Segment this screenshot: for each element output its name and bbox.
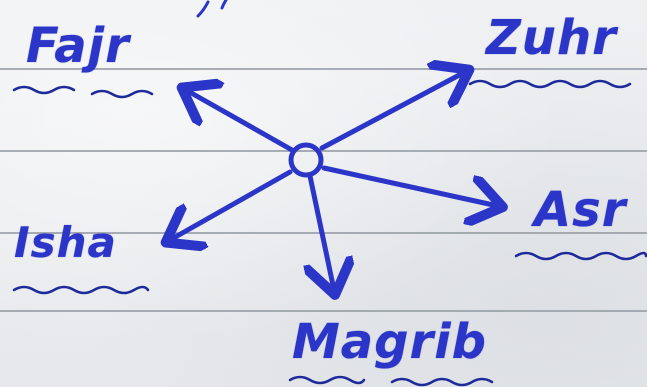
label-asr: Asr: [534, 182, 627, 238]
ruled-line: [0, 150, 647, 152]
arrow-to-asr: [321, 165, 498, 206]
label-magrib: Magrib: [292, 314, 487, 370]
squiggle-underline-isha: [12, 285, 150, 295]
label-zuhr: Zuhr: [486, 10, 617, 66]
squiggle-underline-fajr: [12, 85, 154, 99]
arrow-to-zuhr: [319, 72, 465, 151]
squiggle-underline-magrib: [288, 375, 494, 387]
label-fajr: Fajr: [26, 18, 130, 74]
squiggle-underline-asr: [514, 251, 647, 261]
stray-pen-stroke: [196, 0, 228, 18]
arrow-to-fajr: [186, 90, 295, 153]
center-circle: [288, 142, 324, 178]
squiggle-underline-zuhr: [468, 79, 632, 89]
ruled-line: [0, 310, 647, 312]
arrow-to-magrib: [310, 173, 334, 290]
label-isha: Isha: [14, 218, 117, 267]
ruled-line: [0, 68, 647, 70]
arrow-to-isha: [170, 169, 293, 240]
